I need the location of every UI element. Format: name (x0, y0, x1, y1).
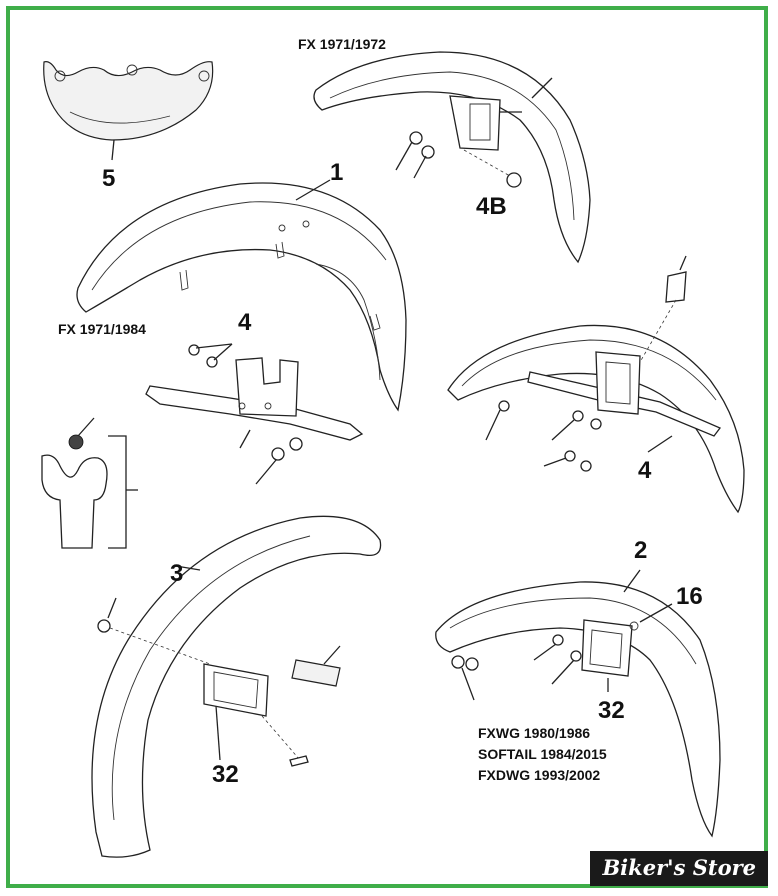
model-label-fxdwg: FXDWG 1993/2002 (478, 767, 600, 783)
part-5-fender-tip (43, 61, 214, 161)
callout-32-left: 32 (212, 761, 239, 788)
fx-1971-1972-fender (313, 51, 591, 264)
model-label-fx-1971-1984: FX 1971/1984 (58, 321, 146, 337)
callout-1: 1 (330, 159, 343, 186)
part-3-fender (91, 515, 382, 858)
model-label-fxwg: FXWG 1980/1986 (478, 725, 590, 741)
callout-3: 3 (170, 560, 183, 587)
bikers-store-watermark: Biker's Store (590, 851, 768, 886)
callout-32-right: 32 (598, 697, 625, 724)
callout-5: 5 (102, 165, 115, 192)
callout-16: 16 (676, 583, 703, 610)
part-4-bracket-left (145, 343, 364, 485)
part-2-fender (435, 569, 721, 838)
right-fender-with-bracket (447, 255, 745, 514)
callout-4-left: 4 (238, 309, 252, 336)
part-1-fender (76, 179, 407, 412)
model-label-softail: SOFTAIL 1984/2015 (478, 746, 607, 762)
callout-4b: 4B (476, 193, 507, 220)
model-label-fx-1971-1972: FX 1971/1972 (298, 36, 386, 52)
callout-2: 2 (634, 537, 647, 564)
callout-4-right: 4 (638, 457, 652, 484)
fork-mount-detail (41, 417, 138, 549)
